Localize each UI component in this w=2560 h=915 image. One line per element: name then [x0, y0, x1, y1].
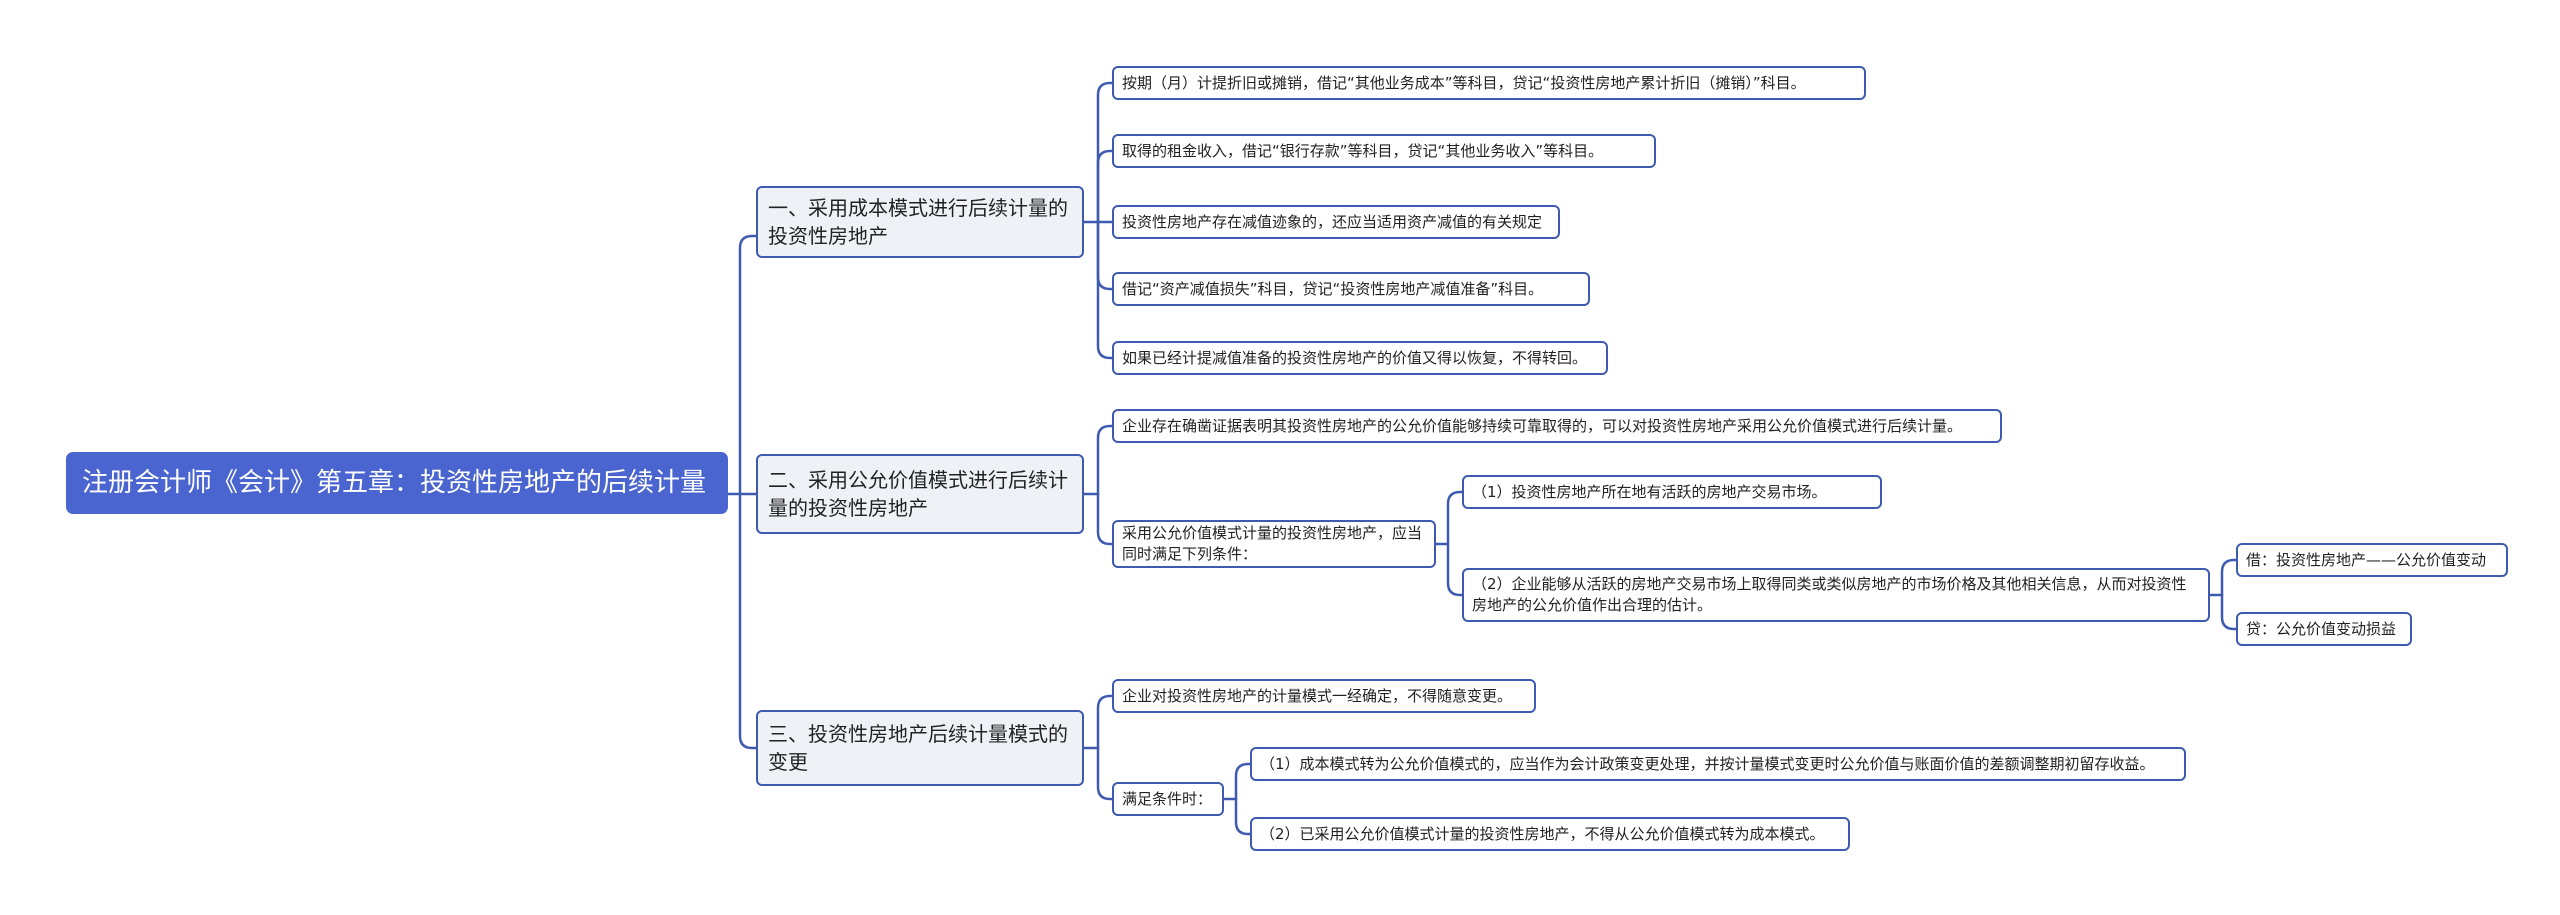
- leaf-cost-to-fair-value[interactable]: （1）成本模式转为公允价值模式的，应当作为会计政策变更处理，并按计量模式变更时公…: [1250, 747, 2186, 781]
- link-b1-2: [1096, 149, 1114, 224]
- link-b1-5: [1096, 220, 1114, 360]
- link-b2-cond2: [1446, 542, 1464, 597]
- leaf-market-price-estimate[interactable]: （2）企业能够从活跃的房地产交易市场上取得同类或类似房地产的市场价格及其他相关信…: [1462, 568, 2210, 622]
- link-credit: [2220, 593, 2238, 631]
- leaf-fair-value-conditions[interactable]: 采用公允价值模式计量的投资性房地产，应当同时满足下列条件：: [1112, 520, 1436, 568]
- link-debit: [2220, 558, 2238, 597]
- link-b2-2: [1096, 492, 1114, 546]
- branch-title: 一、采用成本模式进行后续计量的投资性房地产: [768, 196, 1068, 248]
- branch-model-change[interactable]: 三、投资性房地产后续计量模式的变更: [756, 710, 1084, 786]
- link-root-branch1: [726, 234, 758, 496]
- link-b3-1: [1096, 694, 1114, 750]
- branch-title: 三、投资性房地产后续计量模式的变更: [768, 722, 1068, 774]
- root-title: 注册会计师《会计》第五章：投资性房地产的后续计量: [82, 467, 707, 498]
- branch-fair-value-model[interactable]: 二、采用公允价值模式进行后续计量的投资性房地产: [756, 454, 1084, 534]
- branch-cost-model[interactable]: 一、采用成本模式进行后续计量的投资性房地产: [756, 186, 1084, 258]
- branch-title: 二、采用公允价值模式进行后续计量的投资性房地产: [768, 468, 1068, 520]
- leaf-credit-entry[interactable]: 贷：公允价值变动损益: [2236, 612, 2412, 646]
- leaf-impairment-rule[interactable]: 投资性房地产存在减值迹象的，还应当适用资产减值的有关规定: [1112, 205, 1560, 239]
- leaf-change-conditions[interactable]: 满足条件时：: [1112, 782, 1224, 816]
- link-b2-cond1: [1446, 490, 1464, 546]
- link-b3-2: [1096, 746, 1114, 801]
- leaf-debit-entry[interactable]: 借：投资性房地产——公允价值变动: [2236, 543, 2508, 577]
- link-root-branch3: [738, 492, 758, 750]
- leaf-no-fair-to-cost[interactable]: （2）已采用公允价值模式计量的投资性房地产，不得从公允价值模式转为成本模式。: [1250, 817, 1850, 851]
- leaf-no-arbitrary-change[interactable]: 企业对投资性房地产的计量模式一经确定，不得随意变更。: [1112, 679, 1536, 713]
- link-b1-1: [1096, 81, 1114, 224]
- link-b3-cond2: [1234, 797, 1252, 836]
- root-topic[interactable]: 注册会计师《会计》第五章：投资性房地产的后续计量: [66, 452, 728, 514]
- leaf-depreciation[interactable]: 按期（月）计提折旧或摊销，借记“其他业务成本”等科目，贷记“投资性房地产累计折旧…: [1112, 66, 1866, 100]
- link-b2-1: [1096, 424, 1114, 496]
- link-b3-cond1: [1234, 762, 1252, 801]
- leaf-impairment-entry[interactable]: 借记“资产减值损失”科目，贷记“投资性房地产减值准备”科目。: [1112, 272, 1590, 306]
- link-b1-4: [1096, 220, 1114, 291]
- leaf-no-reversal[interactable]: 如果已经计提减值准备的投资性房地产的价值又得以恢复，不得转回。: [1112, 341, 1608, 375]
- leaf-rental-income[interactable]: 取得的租金收入，借记“银行存款”等科目，贷记“其他业务收入”等科目。: [1112, 134, 1656, 168]
- leaf-active-market[interactable]: （1）投资性房地产所在地有活跃的房地产交易市场。: [1462, 475, 1882, 509]
- leaf-fair-value-evidence[interactable]: 企业存在确凿证据表明其投资性房地产的公允价值能够持续可靠取得的，可以对投资性房地…: [1112, 409, 2002, 443]
